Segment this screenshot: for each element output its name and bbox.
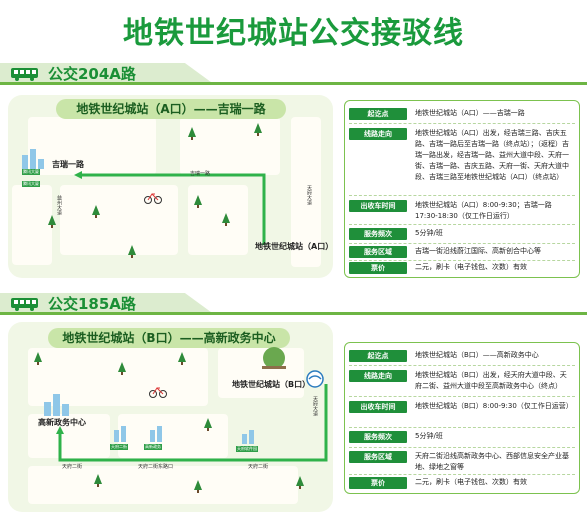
- building-icon: [148, 426, 164, 442]
- place-tag: 天府软件园: [236, 446, 258, 452]
- route-name: 公交204A路: [48, 65, 136, 83]
- page-title: 地铁世纪城站公交接驳线: [123, 16, 464, 51]
- route-map-204a: 地铁世纪城站（A口）——吉瑞一路 吉瑞一路 地铁世纪城站（A口） 吉瑞一路 益州…: [8, 95, 333, 278]
- tree-icon: [254, 123, 262, 136]
- info-value: 地铁世纪城站（A口）8:00-9:30；吉瑞一路17:30-18:30（仅工作日…: [415, 201, 552, 220]
- street-label: 吉瑞一路: [190, 171, 211, 177]
- info-value: 地铁世纪城站（A口）出发，经吉瑞三路、吉庆五路、吉瑞一路后至吉瑞一路（终点站）；…: [415, 129, 569, 181]
- map-title: 地铁世纪城站（B口）——高新政务中心: [48, 328, 290, 348]
- info-label: 出收车时间: [349, 200, 407, 212]
- end-stop-label: 吉瑞一路: [52, 160, 84, 169]
- tree-icon: [194, 480, 202, 493]
- info-label: 服务区域: [349, 246, 407, 258]
- route-info-panel-204a: 起讫点 地铁世纪城站（A口）——吉瑞一路 线路走向 地铁世纪城站（A口）出发，经…: [344, 100, 580, 278]
- building-icon: [20, 147, 46, 169]
- street-label: 天府大道: [312, 396, 318, 416]
- info-label: 线路走向: [349, 128, 407, 140]
- info-value: 二元，刷卡（电子钱包、次数）有效: [415, 478, 527, 486]
- bicycle-icon: [149, 387, 167, 398]
- tree-icon: [128, 245, 136, 258]
- place-tag: 高新政务: [144, 444, 162, 450]
- tree-icon: [92, 205, 100, 218]
- route-path: [56, 384, 328, 462]
- bicycle-icon: [144, 193, 162, 204]
- info-label: 票价: [349, 262, 407, 274]
- place-tag: 腾讯大厦: [22, 181, 40, 187]
- street-label: 益州大道: [56, 195, 62, 215]
- info-label: 票价: [349, 477, 407, 489]
- route-info-panel-185a: 起讫点 地铁世纪城站（B口）——高新政务中心 线路走向 地铁世纪城站（B口）出发…: [344, 342, 580, 494]
- info-value: 二元，刷卡（电子钱包、次数）有效: [415, 263, 527, 271]
- info-label: 服务区域: [349, 451, 407, 463]
- info-value: 地铁世纪城站（B口）出发，经天府大道中段、天府二街、益州大道中段至高新政务中心（…: [415, 371, 567, 390]
- info-label: 起讫点: [349, 350, 407, 362]
- end-stop-label: 高新政务中心: [38, 418, 86, 427]
- bus-icon: [11, 68, 38, 81]
- place-tag: 天府二街: [110, 444, 128, 450]
- tree-icon: [194, 195, 202, 208]
- tree-icon: [222, 213, 230, 226]
- info-value: 地铁世纪城站（B口）——高新政务中心: [415, 351, 539, 359]
- street-label: 天府二街东路口: [138, 464, 174, 470]
- building-icon: [42, 394, 72, 416]
- street-label: 天府大道: [306, 185, 312, 205]
- park-icon: [262, 347, 286, 369]
- tree-icon: [34, 352, 42, 365]
- info-value: 天府二街沿线高新政务中心、西部信息安全产业基地、绿地之窗等: [415, 452, 569, 471]
- place-tag: 腾讯大厦: [22, 169, 40, 175]
- building-icon: [112, 426, 128, 442]
- info-value: 地铁世纪城站（A口）——吉瑞一路: [415, 109, 525, 117]
- route-name: 公交185A路: [48, 295, 136, 313]
- route-band-185a: 公交185A路: [0, 293, 587, 315]
- info-label: 服务频次: [349, 228, 407, 240]
- tree-icon: [178, 352, 186, 365]
- tree-icon: [48, 215, 56, 228]
- info-value: 5分钟/班: [415, 229, 443, 237]
- street-label: 天府二街: [248, 464, 269, 470]
- info-value: 5分钟/班: [415, 432, 443, 440]
- info-label: 线路走向: [349, 370, 407, 382]
- tree-icon: [94, 474, 102, 487]
- tree-icon: [296, 476, 304, 489]
- metro-icon: [306, 370, 324, 388]
- street-label: 天府二街: [62, 464, 83, 470]
- start-stop-label: 地铁世纪城站（A口）: [255, 242, 333, 251]
- route-map-185a: 地铁世纪城站（B口）——高新政务中心 地铁世纪城站（B口） 高新政务中心 天府二…: [8, 322, 333, 512]
- bus-icon: [11, 298, 38, 311]
- info-label: 起讫点: [349, 108, 407, 120]
- building-icon: [240, 430, 256, 444]
- tree-icon: [188, 127, 196, 140]
- tree-icon: [118, 362, 126, 375]
- info-label: 出收车时间: [349, 401, 407, 413]
- route-path: [74, 171, 266, 245]
- map-title: 地铁世纪城站（A口）——吉瑞一路: [56, 99, 286, 119]
- info-label: 服务频次: [349, 431, 407, 443]
- info-value: 吉瑞一街沿线蔚江国际、高新创合中心等: [415, 247, 541, 255]
- route-band-204a: 公交204A路: [0, 63, 587, 85]
- tree-icon: [204, 418, 212, 431]
- start-stop-label: 地铁世纪城站（B口）: [232, 380, 311, 389]
- info-value: 地铁世纪城站（B口）8:00-9:30（仅工作日运营）: [415, 402, 573, 410]
